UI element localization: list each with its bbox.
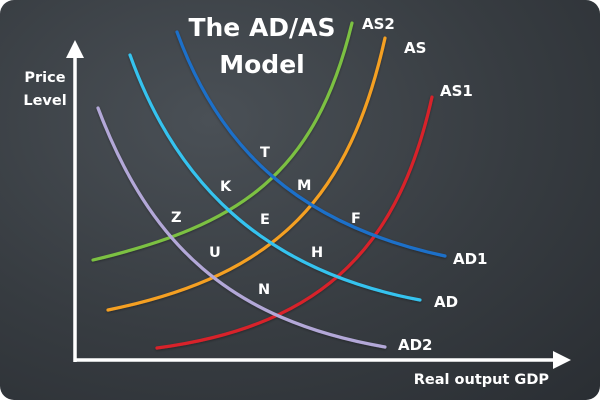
chart-title-line-1: The AD/AS xyxy=(188,13,335,42)
as1-curve xyxy=(155,95,434,350)
ad1-curve xyxy=(175,30,447,258)
point-k-label: K xyxy=(220,179,232,195)
as2-curve xyxy=(91,21,354,262)
y-axis-arrow xyxy=(66,40,84,58)
x-axis-label: Real output GDP xyxy=(414,372,550,388)
ad1-label: AD1 xyxy=(453,250,488,268)
as2-label: AS2 xyxy=(362,15,395,33)
ad-curve xyxy=(128,53,422,302)
ad-label: AD xyxy=(434,293,458,311)
point-m-label: M xyxy=(297,178,311,194)
point-e-label: E xyxy=(260,212,270,228)
ad2-label: AD2 xyxy=(398,336,433,354)
point-t-label: T xyxy=(260,145,270,161)
point-z-label: Z xyxy=(171,210,182,226)
x-axis-arrow xyxy=(553,351,571,369)
as1-label: AS1 xyxy=(440,82,473,100)
point-u-label: U xyxy=(209,245,221,261)
as-label: AS xyxy=(404,39,426,57)
point-f-label: F xyxy=(351,211,361,227)
as-curve xyxy=(106,36,387,312)
y-axis-label-line-2: Level xyxy=(23,93,66,109)
y-axis-label-line-1: Price xyxy=(24,70,65,86)
chart-title-line-2: Model xyxy=(219,50,304,79)
ad2-curve xyxy=(96,106,387,349)
point-h-label: H xyxy=(311,245,323,261)
point-n-label: N xyxy=(258,282,270,298)
